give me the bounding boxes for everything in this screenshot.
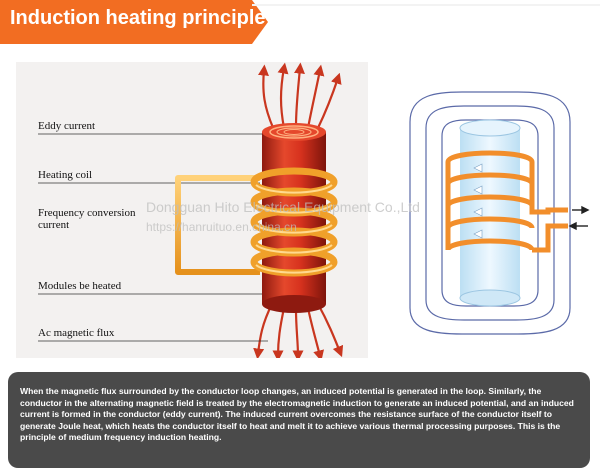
coil-lead-wire (175, 175, 260, 275)
watermark-url: https://hanruituo.en.china.cn (146, 220, 297, 234)
induction-coil-diagram (38, 62, 344, 358)
magnetic-flux-diagram (409, 91, 590, 335)
right-heating-coil (445, 150, 568, 253)
label-eddy-current: Eddy current (38, 120, 96, 132)
caption-box: When the magnetic flux surrounded by the… (8, 372, 590, 468)
left-diagram-panel: Eddy current Heating coil Frequency conv… (16, 62, 368, 358)
caption-text: When the magnetic flux surrounded by the… (20, 386, 574, 443)
watermark-company: Dongguan Hito Electrical Equipment Co.,L… (146, 199, 420, 215)
flux-arrows-top (258, 62, 342, 133)
label-frequency-conversion-line1: Frequency conversion (38, 207, 136, 219)
label-ac-magnetic-flux: Ac magnetic flux (38, 327, 115, 339)
label-heating-coil: Heating coil (38, 169, 93, 181)
label-modules-be-heated: Modules be heated (38, 280, 122, 292)
label-frequency-conversion-line2: current (38, 219, 70, 231)
header-banner (0, 0, 600, 44)
page-title: Induction heating principle (10, 7, 266, 29)
